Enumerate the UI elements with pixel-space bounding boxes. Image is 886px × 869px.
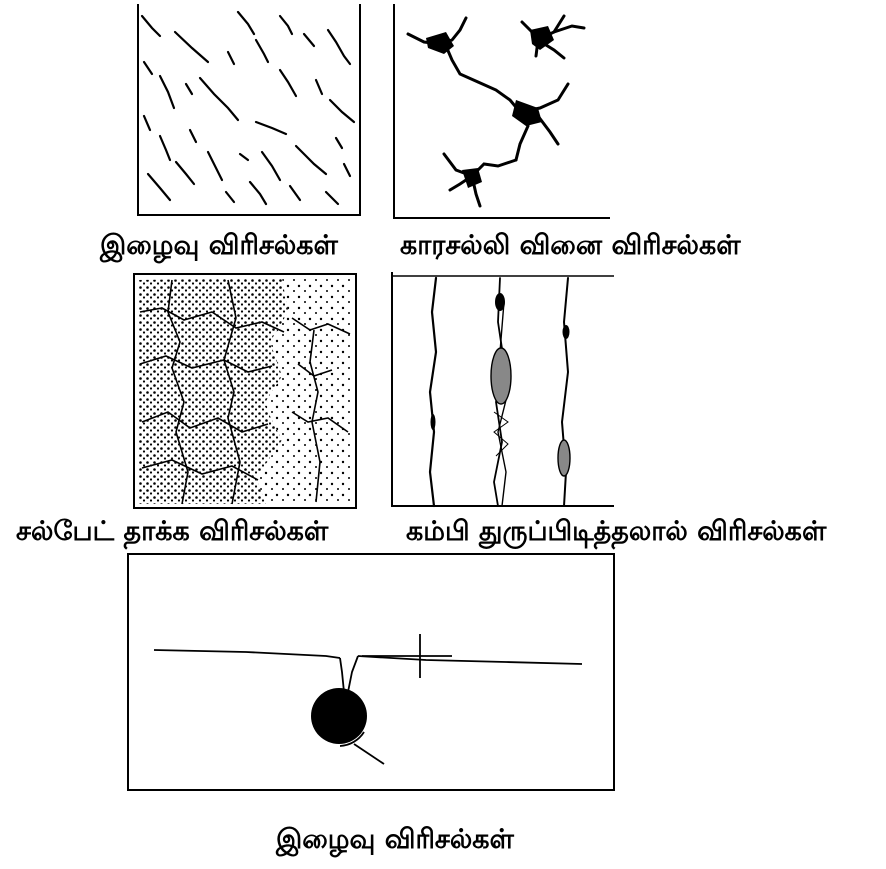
panel-sulphate-attack-cracks [132,272,358,510]
panel-shrinkage-cracks [130,4,365,219]
caption-alkali-silica-cracks: காரசல்லி வினை விரிசல்கள் [400,232,741,259]
caption-sulphate-attack-cracks: சல்பேட் தாக்க விரிசல்கள் [16,518,328,545]
caption-shrinkage-cracks-bottom: இழைவு விரிசல்கள் [276,826,514,853]
panel-beam-section-crack [126,552,618,794]
caption-rebar-corrosion-cracks: கம்பி துருப்பிடித்தலால் விரிசல்கள் [406,518,826,545]
panel-alkali-silica-cracks [388,4,614,222]
caption-shrinkage-cracks-top: இழைவு விரிசல்கள் [100,232,338,259]
panel-rebar-corrosion-cracks [386,272,618,510]
